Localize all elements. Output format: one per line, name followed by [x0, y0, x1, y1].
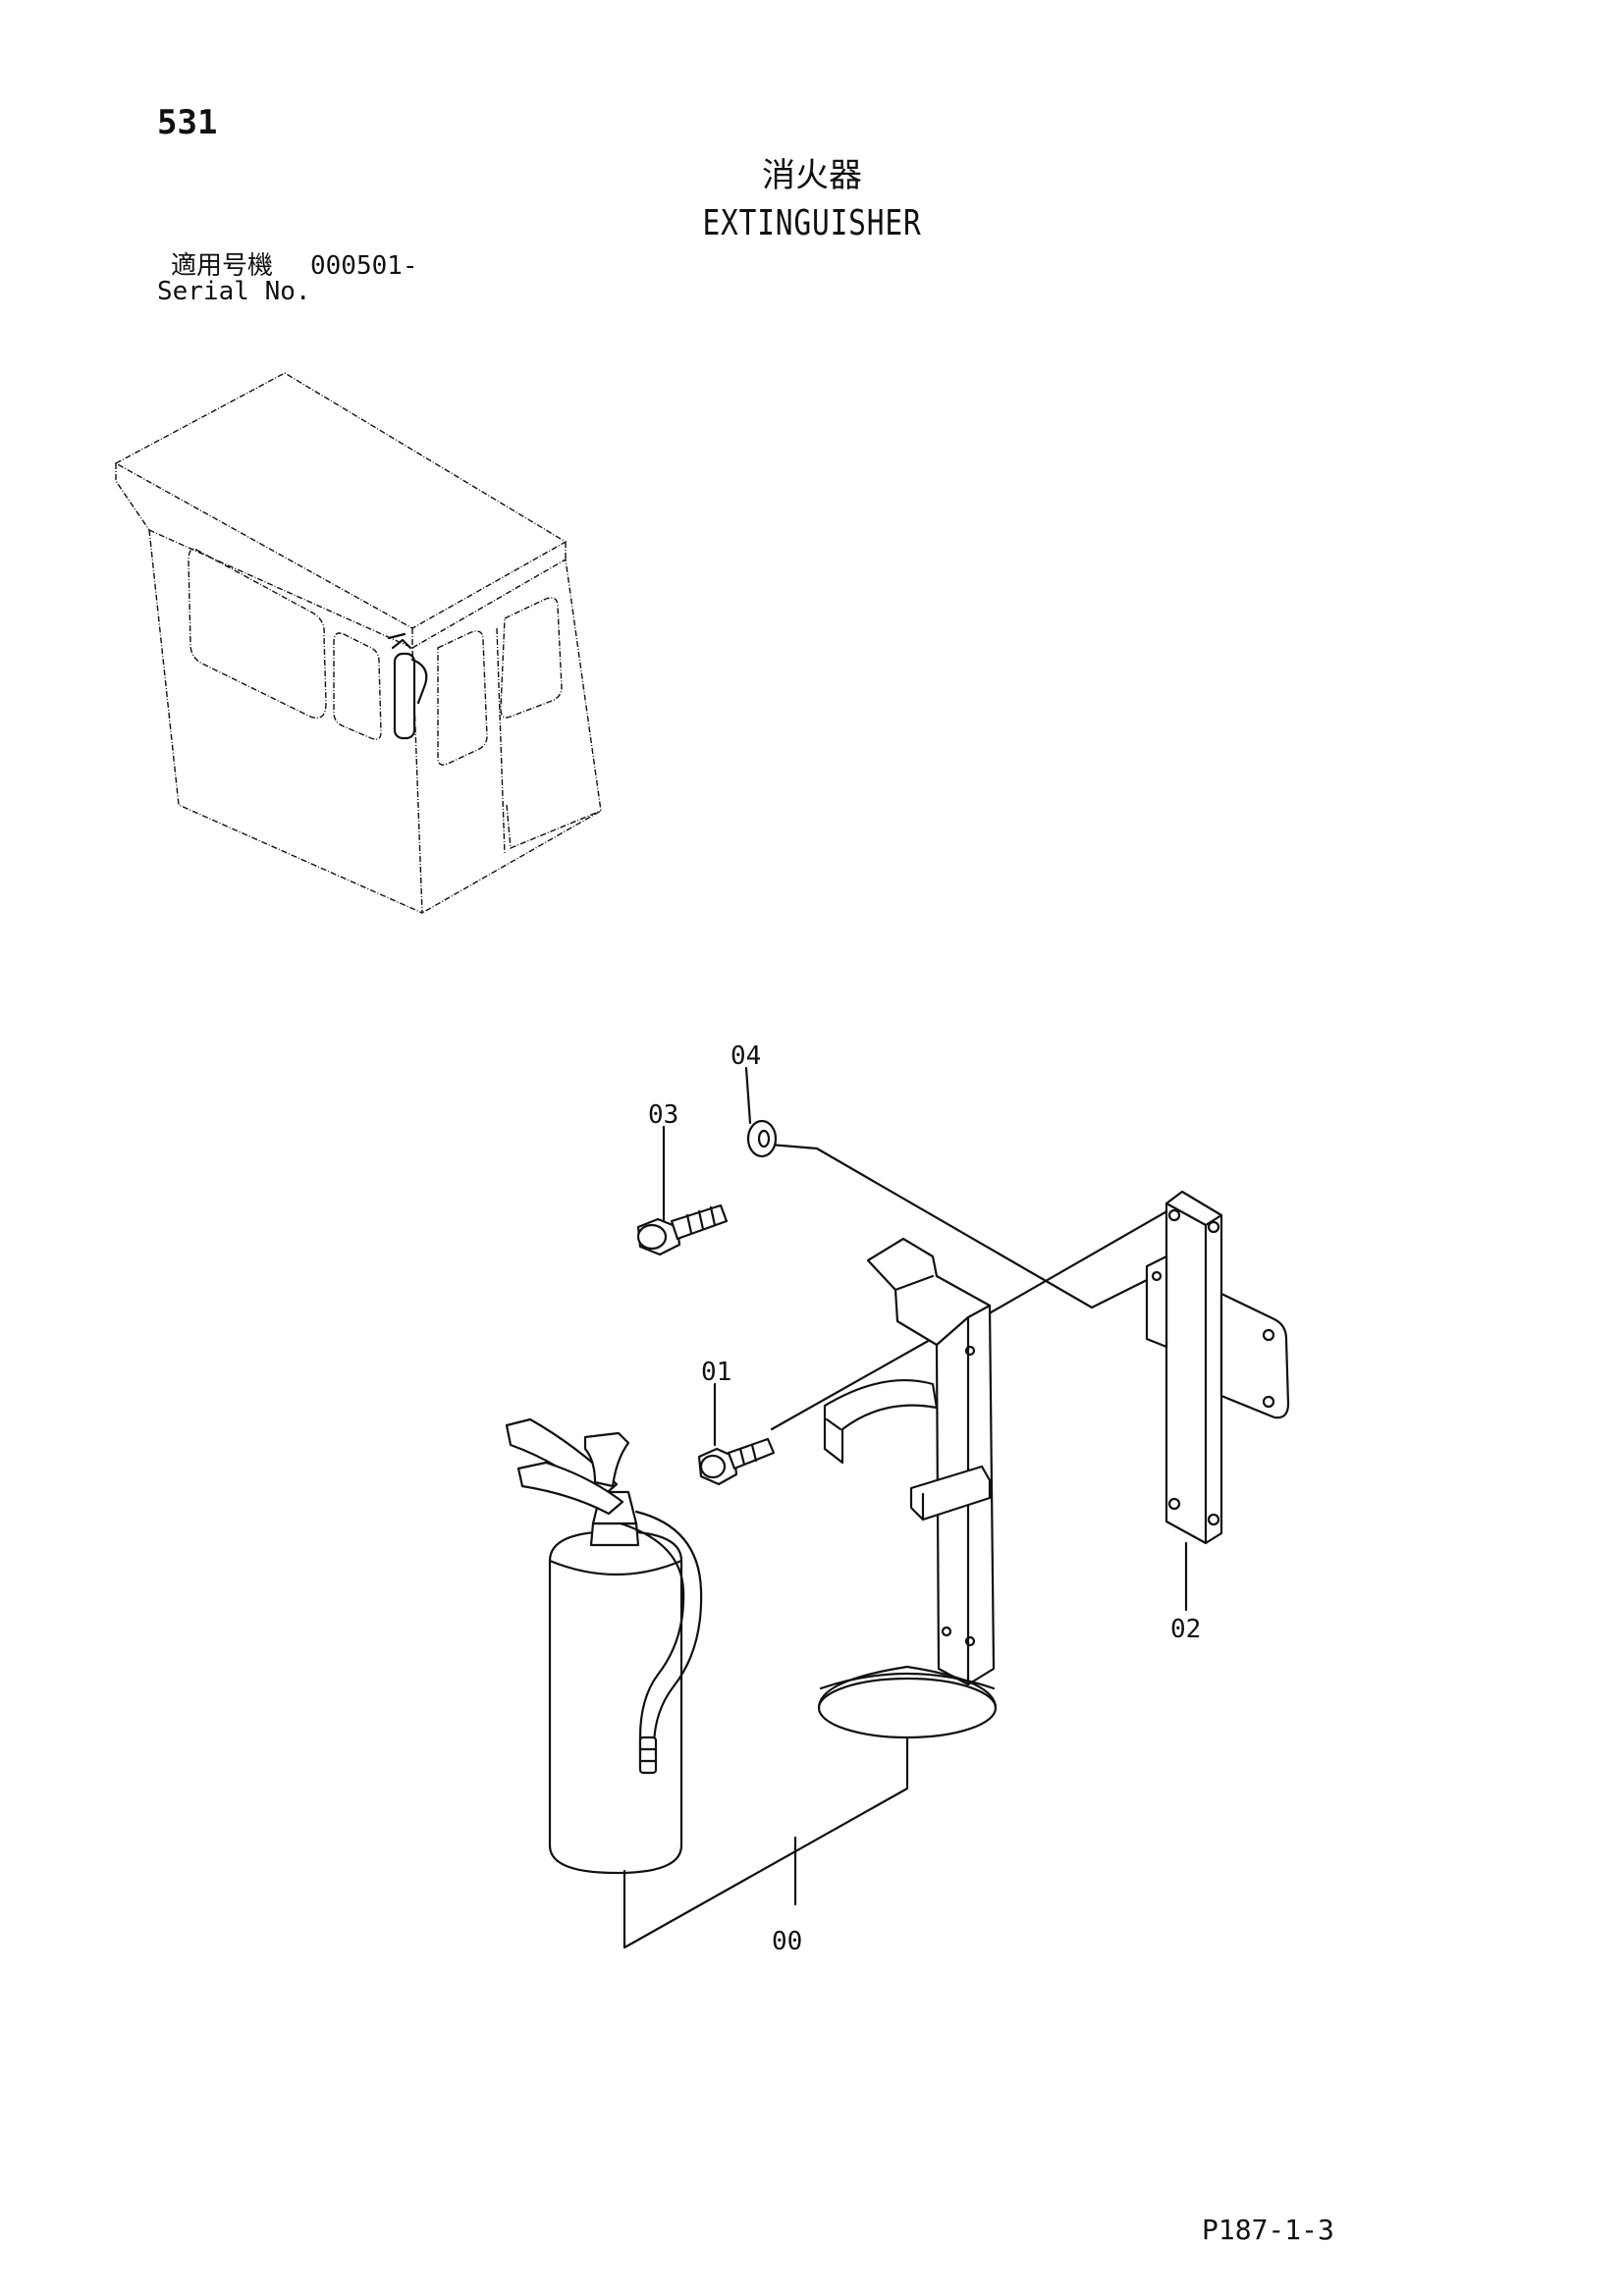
- page-code: P187-1-3: [1202, 2214, 1334, 2246]
- page-title-japanese: 消火器: [762, 156, 862, 195]
- serial-number-value: 000501-: [310, 251, 418, 281]
- callout-label-01: 01: [701, 1358, 731, 1387]
- exploded-parts-illustration: [505, 1066, 1290, 1949]
- page-number: 531: [157, 103, 218, 142]
- serial-label-english: Serial No.: [157, 277, 311, 306]
- callout-label-02: 02: [1170, 1615, 1201, 1644]
- page-title-english: EXTINGUISHER: [702, 203, 922, 243]
- callout-label-03: 03: [648, 1100, 678, 1130]
- callout-label-00: 00: [772, 1927, 802, 1956]
- serial-label-japanese: 適用号機: [171, 251, 274, 281]
- cab-overview-illustration: [114, 372, 602, 915]
- callout-label-04: 04: [731, 1041, 761, 1071]
